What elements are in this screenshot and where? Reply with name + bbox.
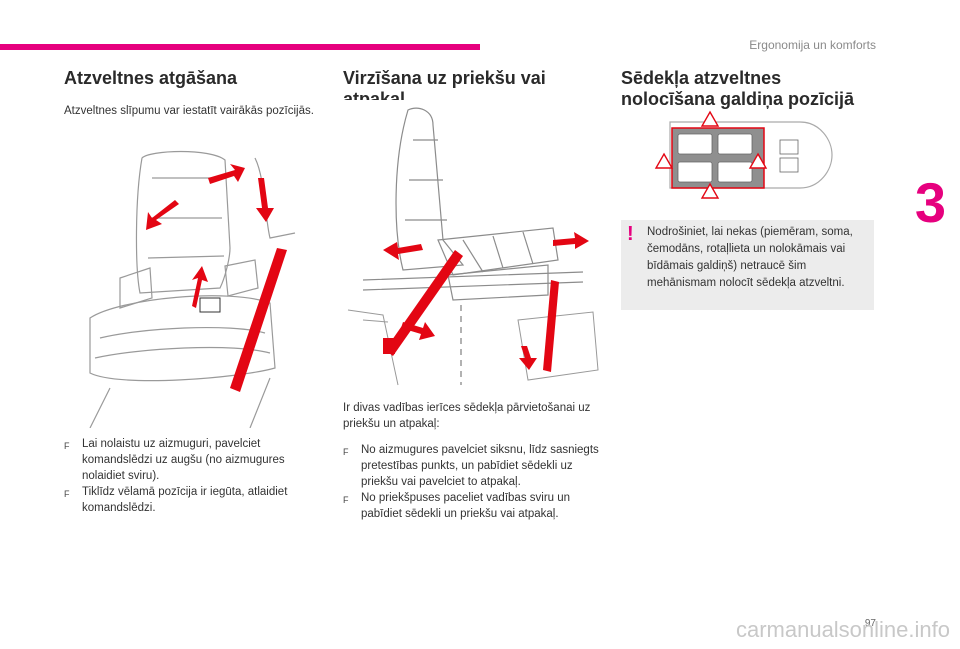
table-fold-heading-line1: Sēdekļa atzveltnes <box>621 68 782 88</box>
vehicle-topview-illustration <box>650 110 840 200</box>
warning-icon: ! <box>627 223 634 245</box>
seat-recline-illustration <box>80 138 325 428</box>
warning-text: Nodrošiniet, lai nekas (piemēram, soma, … <box>647 226 853 289</box>
slide-lead: Ir divas vadības ierīces sēdekļa pārviet… <box>343 402 591 430</box>
header-accent-bar <box>0 44 480 50</box>
column-recline: Atzveltnes atgāšana Atzveltnes slīpumu v… <box>64 68 324 119</box>
recline-intro: Atzveltnes slīpumu var iestatīt vairākās… <box>64 105 314 117</box>
recline-steps: F Lai nolaistu uz aizmuguri, pavelciet k… <box>64 436 319 516</box>
list-item: F Lai nolaistu uz aizmuguri, pavelciet k… <box>64 438 285 482</box>
bullet-icon: F <box>343 447 349 457</box>
chapter-number: 3 <box>914 171 946 234</box>
bullet-icon: F <box>64 489 70 499</box>
column-table-fold: Sēdekļa atzveltnes nolocīšana galdiņa po… <box>621 68 876 110</box>
bullet-icon: F <box>64 441 70 451</box>
list-item: F No priekšpuses paceliet vadības sviru … <box>343 492 571 520</box>
recline-heading: Atzveltnes atgāšana <box>64 68 238 88</box>
seat-slide-illustration <box>343 100 605 390</box>
slide-steps: F No aizmugures pavelciet siksnu, līdz s… <box>343 442 605 522</box>
section-title: Ergonomija un komforts <box>749 38 876 52</box>
list-item: F Tiklīdz vēlamā pozīcija ir iegūta, atl… <box>64 486 288 514</box>
page-number: 97 <box>864 618 876 629</box>
table-fold-heading-line2: nolocīšana galdiņa pozīcijā <box>621 89 855 109</box>
bullet-icon: F <box>343 495 349 505</box>
warning-box: ! Nodrošiniet, lai nekas (piemēram, soma… <box>621 220 874 310</box>
watermark: carmanualsonline.info <box>735 617 950 642</box>
list-item: F No aizmugures pavelciet siksnu, līdz s… <box>343 444 599 488</box>
